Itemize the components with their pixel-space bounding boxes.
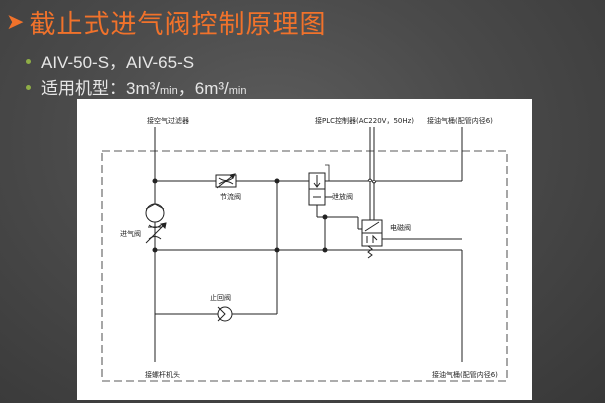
intake-poppet-check-icon	[145, 203, 165, 210]
label-plc: 接PLC控制器(AC220V，50Hz)	[315, 116, 414, 125]
bullet-text-prefix: 适用机型：3m³/	[41, 79, 160, 98]
junction-dot	[322, 247, 328, 253]
bullet-text-mid: ，6m³/	[177, 79, 229, 98]
label-oil-tank-bottom: 接油气桶(配管内径6)	[432, 370, 498, 379]
slide-title-text: 截止式进气阀控制原理图	[29, 10, 327, 40]
dashed-boundary	[101, 150, 508, 382]
label-oil-tank-top: 接油气桶(配管内径6)	[427, 116, 493, 125]
schematic-panel: 接空气过滤器 接PLC控制器(AC220V，50Hz) 接油气桶(配管内径6) …	[77, 99, 532, 400]
intake-poppet-icon	[145, 203, 165, 223]
label-check-valve: 止回阀	[210, 293, 231, 302]
bullet-item-models: AIV-50-S，AIV-65-S	[26, 48, 246, 74]
bullet-text: AIV-50-S，AIV-65-S	[41, 53, 195, 72]
label-air-filter: 接空气过滤器	[147, 116, 189, 125]
bullet-item-capacity: 适用机型：3m³/min，6m³/min	[26, 74, 246, 100]
bullet-text-sub: min	[160, 85, 178, 97]
bullet-dot-icon	[26, 85, 31, 90]
label-intake-valve: 进气阀	[120, 229, 141, 238]
bullet-dot-icon	[26, 59, 31, 64]
arrow-bullet-icon: ➤	[6, 10, 26, 35]
label-solenoid-valve: 电磁阀	[390, 223, 411, 232]
label-throttle-valve: 节流阀	[220, 192, 241, 201]
slide-title: ➤ 截止式进气阀控制原理图	[6, 4, 326, 41]
bullet-list: AIV-50-S，AIV-65-S 适用机型：3m³/min，6m³/min	[26, 48, 246, 100]
label-unload-valve: 泄放阀	[332, 192, 353, 201]
intake-restrictor-icon	[148, 224, 162, 240]
label-screw-head: 接螺杆机头	[145, 370, 180, 379]
solenoid-spring-icon	[367, 245, 373, 259]
bullet-text-sub: min	[228, 85, 247, 97]
schematic-diagram: 接空气过滤器 接PLC控制器(AC220V，50Hz) 接油气桶(配管内径6) …	[101, 116, 508, 382]
